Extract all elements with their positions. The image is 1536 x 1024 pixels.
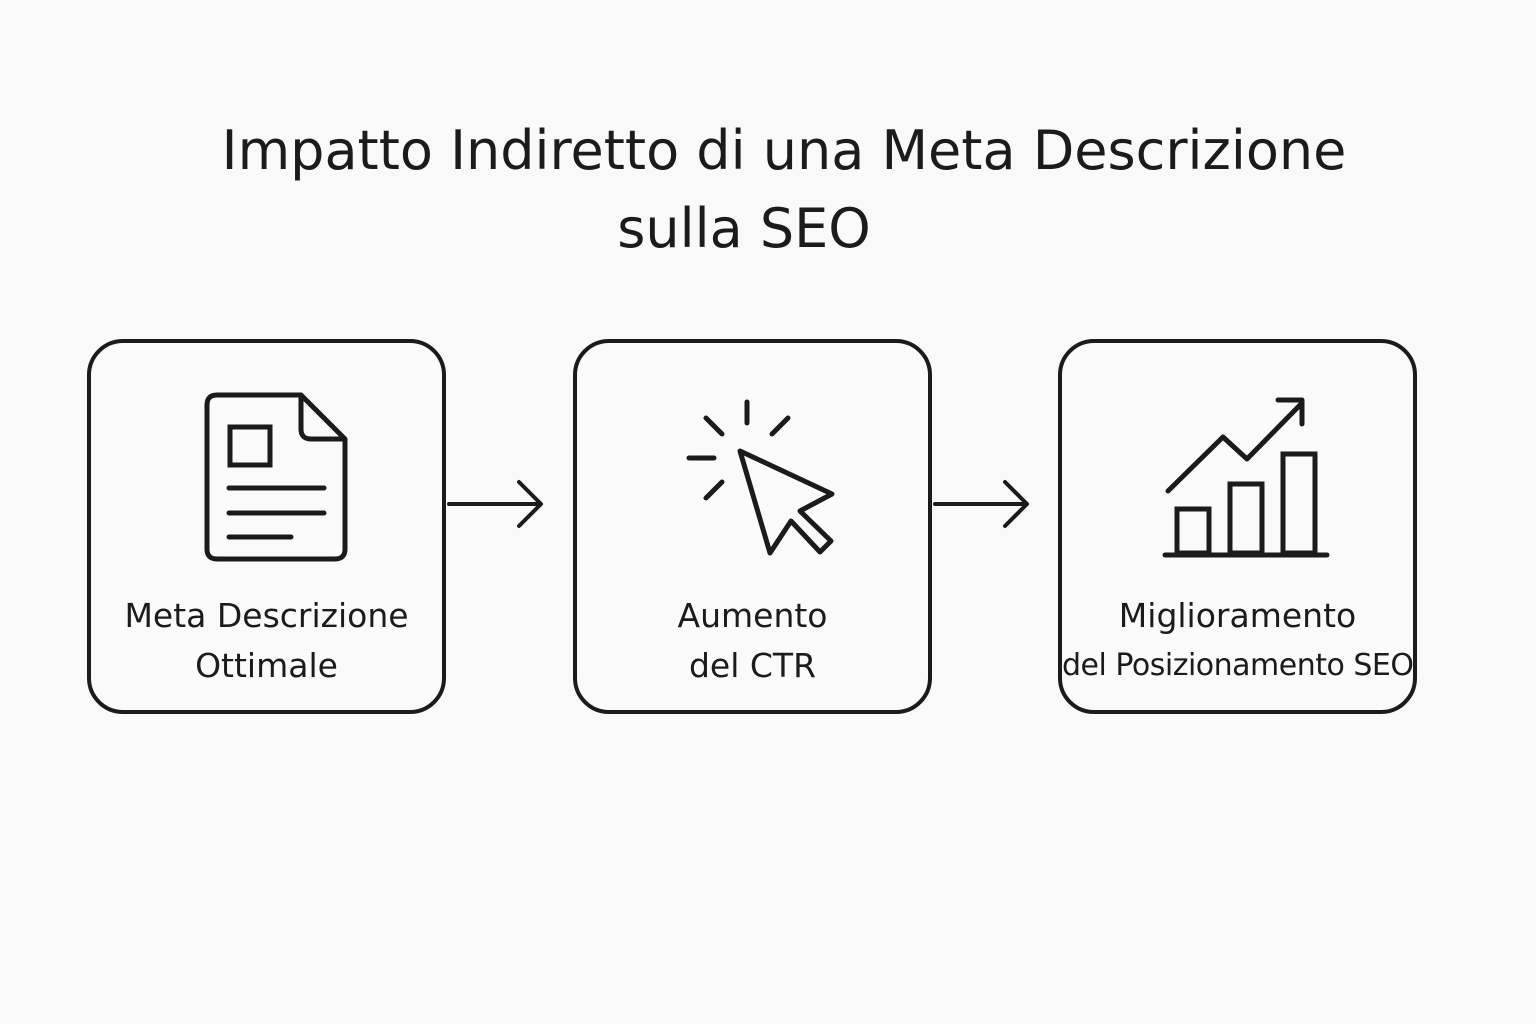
step-label: Aumento del CTR — [577, 591, 928, 691]
arrow-right-icon — [933, 480, 1029, 528]
step-label: Miglioramento del Posizionamento SEO — [1062, 591, 1414, 691]
growth-chart-icon — [1062, 343, 1421, 583]
step-label-line-2: del CTR — [688, 646, 817, 685]
title-line-2: sulla SEO — [617, 197, 871, 260]
step-card-meta-description: Meta Descrizione Ottimale — [87, 339, 446, 714]
step-label-line-1: Aumento — [677, 596, 828, 635]
step-card-ctr: Aumento del CTR — [573, 339, 932, 714]
step-label: Meta Descrizione Ottimale — [91, 591, 442, 691]
step-label-line-2: Ottimale — [195, 646, 338, 685]
diagram-title: Impatto Indiretto di una Meta Descrizion… — [0, 112, 1536, 268]
step-label-line-1: Miglioramento — [1118, 596, 1357, 635]
document-icon — [91, 343, 450, 583]
cursor-click-icon — [577, 343, 936, 583]
title-line-1: Impatto Indiretto di una Meta Descrizion… — [221, 119, 1347, 182]
arrow-right-icon — [447, 480, 543, 528]
step-card-seo-ranking: Miglioramento del Posizionamento SEO — [1058, 339, 1417, 714]
step-label-line-2: del Posizionamento SEO — [1062, 648, 1414, 683]
step-label-line-1: Meta Descrizione — [124, 596, 409, 635]
